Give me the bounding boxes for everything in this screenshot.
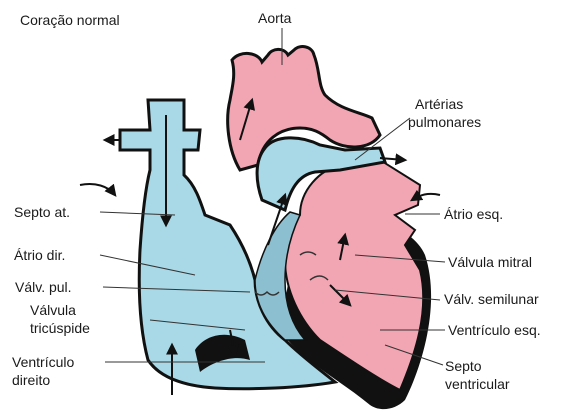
label-pulmonary-arteries-2: pulmonares xyxy=(408,114,481,131)
label-left-ventricle: Ventrículo esq. xyxy=(448,322,541,339)
label-tricuspid-1: Válvula xyxy=(30,302,76,319)
label-right-ventricle-2: direito xyxy=(12,372,50,389)
label-right-ventricle-1: Ventrículo xyxy=(12,354,74,371)
diagram-title: Coração normal xyxy=(20,12,120,29)
label-ventricular-septum-1: Septo xyxy=(445,358,482,375)
label-ventricular-septum-2: ventricular xyxy=(445,376,510,393)
label-semilunar-valve: Válv. semilunar xyxy=(444,291,539,308)
label-atrial-septum: Septo at. xyxy=(14,204,70,221)
label-left-atrium: Átrio esq. xyxy=(444,206,503,223)
label-pulmonary-arteries-1: Artérias xyxy=(415,96,463,113)
label-pulmonary-valve: Válv. pul. xyxy=(15,279,72,296)
label-aorta: Aorta xyxy=(258,10,291,27)
label-right-atrium: Átrio dir. xyxy=(14,247,65,264)
label-mitral-valve: Válvula mitral xyxy=(448,254,532,271)
label-tricuspid-2: tricúspide xyxy=(30,320,90,337)
